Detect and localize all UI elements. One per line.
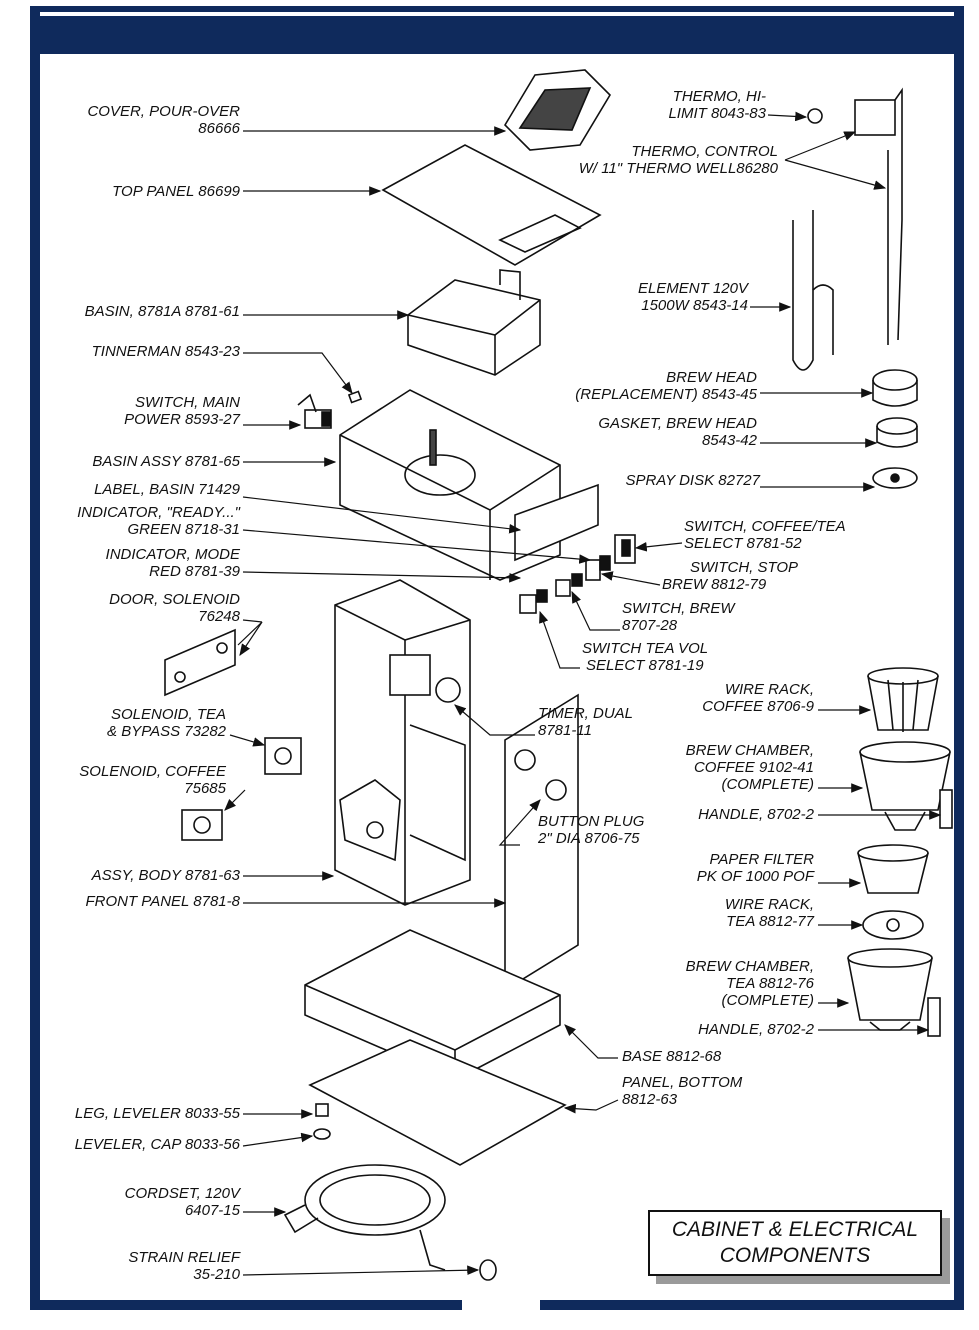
spray-disk-part — [872, 467, 918, 489]
section-title: CABINET & ELECTRICAL COMPONENTS — [648, 1210, 942, 1276]
switch-brew-part — [555, 579, 571, 597]
paper-filter-part — [857, 844, 929, 894]
label-handle-1: HANDLE, 8702-2 — [698, 806, 814, 823]
basin-part — [407, 269, 541, 376]
handle-2-part — [927, 997, 941, 1037]
leveler-cap-part — [313, 1128, 331, 1140]
switch-main-part — [297, 393, 332, 429]
body-assy-part — [334, 579, 471, 906]
label-assy-body: ASSY, BODY 8781-63 — [91, 867, 240, 884]
timer-part — [389, 654, 461, 703]
wire-rack-coffee-part — [867, 667, 939, 732]
solenoid-tea-part — [264, 737, 302, 775]
label-basin: BASIN, 8781A 8781-61 — [84, 303, 240, 320]
label-leveler-cap: LEVELER, CAP 8033-56 — [74, 1136, 240, 1153]
brew-chamber-tea-part — [847, 948, 933, 1031]
label-front-panel: FRONT PANEL 8781-8 — [85, 893, 240, 910]
label-spray-disk: SPRAY DISK 82727 — [625, 472, 760, 489]
brew-head-part — [872, 369, 918, 407]
label-tinnerman: TINNERMAN 8543-23 — [91, 343, 240, 360]
label-top-panel: TOP PANEL 86699 — [112, 183, 240, 200]
label-brew-chamber-coffee: BREW CHAMBER,COFFEE 9102-41(COMPLETE) — [685, 742, 814, 793]
label-handle-2: HANDLE, 8702-2 — [698, 1021, 814, 1038]
basin-assy-part — [339, 389, 561, 581]
switch-tea-vol-part — [519, 594, 537, 614]
switch-stop-part — [585, 559, 601, 581]
element-part — [792, 210, 834, 371]
thermo-hi-limit-part — [807, 108, 823, 124]
frame-gap — [462, 1300, 540, 1314]
door-solenoid-part — [164, 628, 236, 697]
leader-lines — [224, 111, 942, 1276]
header-bar — [40, 16, 962, 54]
label-brew-head: BREW HEAD(REPLACEMENT) 8543-45 — [575, 369, 757, 403]
wire-rack-tea-part — [862, 910, 924, 940]
solenoid-coffee-part — [181, 809, 223, 841]
label-wire-rack-coffee: WIRE RACK,COFFEE 8706-9 — [702, 681, 814, 715]
handle-1-part — [939, 789, 953, 829]
base-part — [304, 929, 561, 1081]
label-basin-part — [514, 483, 599, 562]
label-brew-chamber-tea: BREW CHAMBER,TEA 8812-76(COMPLETE) — [685, 958, 814, 1009]
label-label-basin: LABEL, BASIN 71429 — [94, 481, 240, 498]
gasket-part — [876, 417, 918, 448]
top-panel-part — [381, 144, 602, 266]
brew-chamber-coffee-part — [859, 741, 951, 831]
label-basin-assy: BASIN ASSY 8781-65 — [92, 453, 240, 470]
label-indicator-ready: INDICATOR, "READY..."GREEN 8718-31 — [77, 504, 240, 538]
label-leg-leveler: LEG, LEVELER 8033-55 — [74, 1105, 240, 1122]
tinnerman-part — [347, 390, 363, 404]
cover-pour-over-part — [503, 69, 612, 151]
label-thermo-hi: THERMO, HI-LIMIT 8043-83 — [668, 88, 766, 122]
door-leader — [237, 619, 263, 656]
thermo-control-part — [854, 87, 903, 345]
bottom-panel-part — [308, 1039, 567, 1166]
label-wire-rack-tea: WIRE RACK,TEA 8812-77 — [724, 896, 814, 930]
leg-leveler-part — [315, 1103, 329, 1117]
strain-relief-part — [479, 1259, 497, 1281]
cordset-part — [283, 1164, 446, 1271]
label-base: BASE 8812-68 — [622, 1048, 722, 1065]
label-solenoid-tea: SOLENOID, TEA& BYPASS 73282 — [107, 706, 226, 740]
